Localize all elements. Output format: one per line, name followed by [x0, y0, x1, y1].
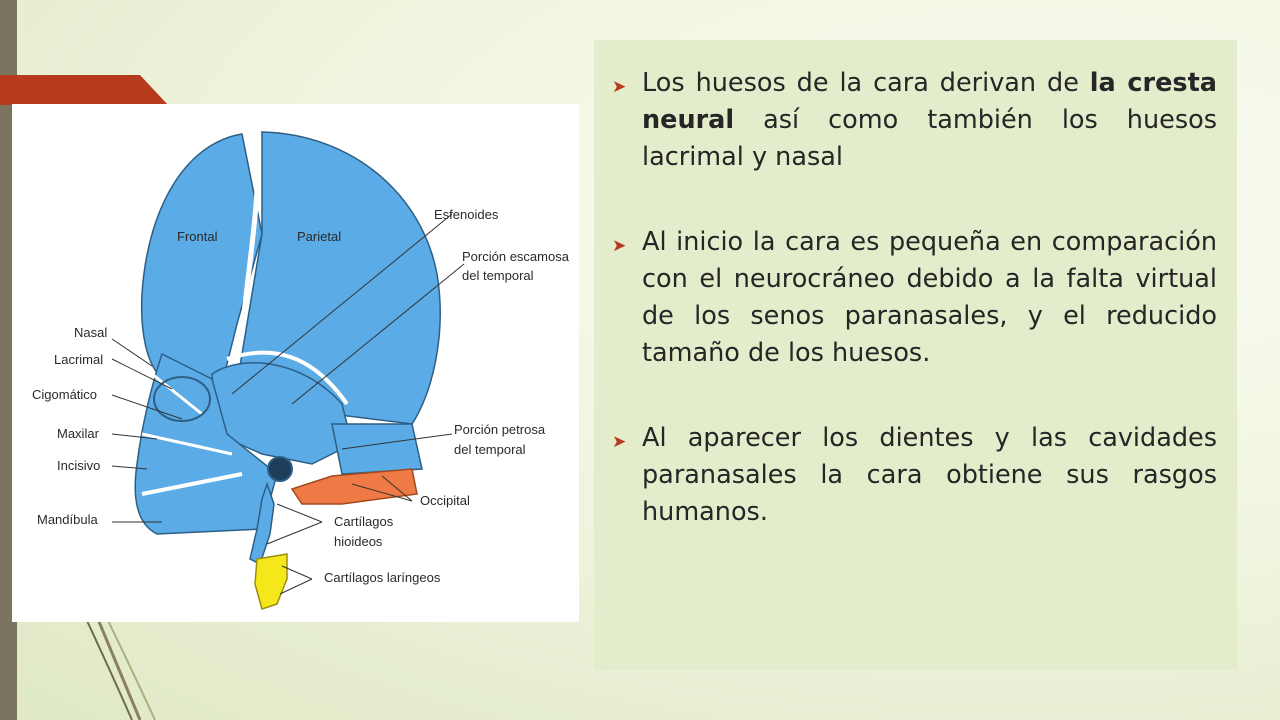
label-mandibula: Mandíbula: [37, 512, 98, 527]
label-cartilagos-hioideos: Cartílagos: [334, 514, 394, 529]
occipital-bone: [290, 468, 418, 505]
laryngeal-cartilages: [254, 553, 288, 610]
label-porcion-escamosa-2: del temporal: [462, 268, 534, 283]
bullet-list: ➤ Los huesos de la cara derivan de la cr…: [610, 65, 1217, 579]
label-parietal: Parietal: [297, 229, 341, 244]
label-frontal: Frontal: [177, 229, 218, 244]
petrous-temporal: [331, 423, 423, 475]
label-lacrimal: Lacrimal: [54, 352, 103, 367]
label-cartilagos-hioideos-2: hioideos: [334, 534, 383, 549]
bullet-text: Al aparecer los dientes y las cavidades …: [642, 423, 1217, 527]
label-maxilar: Maxilar: [57, 426, 100, 441]
bullet-bold-text: la cresta neural: [642, 68, 1217, 135]
arrow-bullet-icon: ➤: [612, 77, 627, 97]
arrow-bullet-icon: ➤: [612, 432, 627, 452]
skull-diagram: Frontal Parietal Esfenoides Porción esca…: [12, 104, 579, 622]
label-porcion-petrosa-2: del temporal: [454, 442, 526, 457]
label-nasal: Nasal: [74, 325, 107, 340]
label-porcion-petrosa: Porción petrosa: [454, 422, 546, 437]
bullet-text-end: así como también los huesos lacrimal y n…: [642, 105, 1217, 172]
skull-illustration: Frontal Parietal Esfenoides Porción esca…: [32, 131, 570, 610]
bullet-text: Los huesos de la cara derivan de: [642, 68, 1090, 98]
hyoid-cartilages: [249, 481, 275, 566]
temporal-squama: [211, 362, 353, 465]
label-occipital: Occipital: [420, 493, 470, 508]
label-cigomatico: Cigomático: [32, 387, 97, 402]
arrow-bullet-icon: ➤: [612, 236, 627, 256]
red-tab-accent: [0, 75, 168, 105]
text-panel: ➤ Los huesos de la cara derivan de la cr…: [594, 40, 1237, 670]
bullet-item: ➤ Al aparecer los dientes y las cavidade…: [610, 420, 1217, 531]
label-porcion-escamosa: Porción escamosa: [462, 249, 570, 264]
bullet-text: Al inicio la cara es pequeña en comparac…: [642, 227, 1217, 368]
label-incisivo: Incisivo: [57, 458, 100, 473]
parietal-bone: [236, 131, 441, 425]
label-cartilagos-laringeos: Cartílagos laríngeos: [324, 570, 441, 585]
bullet-item: ➤ Al inicio la cara es pequeña en compar…: [610, 224, 1217, 372]
label-esfenoides: Esfenoides: [434, 207, 499, 222]
bullet-item: ➤ Los huesos de la cara derivan de la cr…: [610, 65, 1217, 176]
